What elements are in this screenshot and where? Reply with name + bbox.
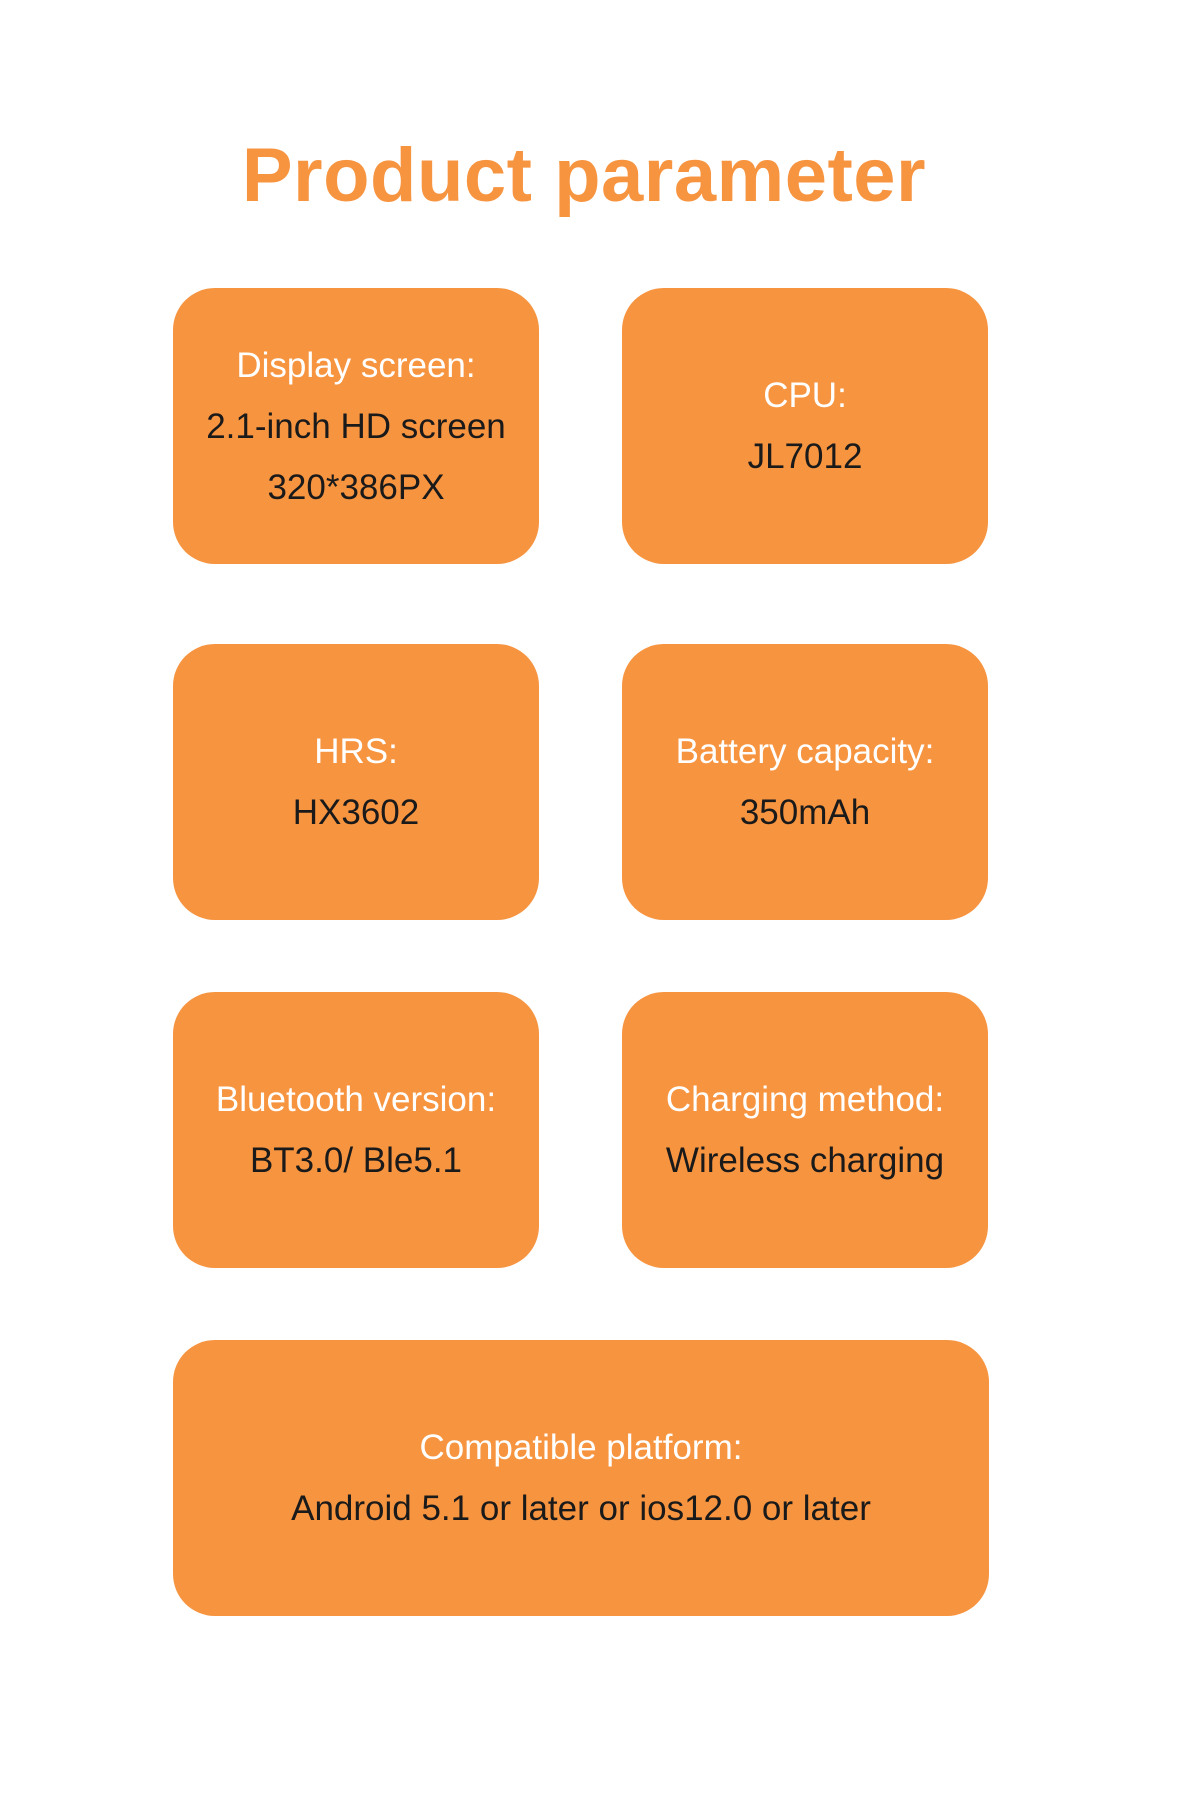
- param-label: Battery capacity:: [675, 732, 935, 771]
- param-label: CPU:: [763, 376, 847, 415]
- param-value: HX3602: [292, 793, 420, 832]
- param-label: Bluetooth version:: [215, 1080, 497, 1119]
- param-value: 350mAh: [739, 793, 871, 832]
- param-card-battery-capacity: Battery capacity: 350mAh: [622, 644, 988, 920]
- param-label: Display screen:: [236, 345, 476, 385]
- param-label: Charging method:: [665, 1080, 945, 1119]
- param-card-bluetooth-version: Bluetooth version: BT3.0/ Ble5.1: [173, 992, 539, 1268]
- param-value: 320*386PX: [267, 467, 445, 507]
- param-value: Android 5.1 or later or ios12.0 or later: [291, 1489, 871, 1528]
- param-label: HRS:: [314, 732, 398, 771]
- param-label: Compatible platform:: [419, 1428, 743, 1467]
- param-card-cpu: CPU: JL7012: [622, 288, 988, 564]
- param-card-hrs: HRS: HX3602: [173, 644, 539, 920]
- param-value: Wireless charging: [665, 1141, 945, 1180]
- param-card-display-screen: Display screen: 2.1-inch HD screen 320*3…: [173, 288, 539, 564]
- param-value: JL7012: [747, 437, 863, 476]
- param-card-charging-method: Charging method: Wireless charging: [622, 992, 988, 1268]
- param-card-compatible-platform: Compatible platform: Android 5.1 or late…: [173, 1340, 989, 1616]
- page-title: Product parameter: [241, 133, 927, 218]
- param-value: 2.1-inch HD screen: [206, 406, 506, 446]
- param-value: BT3.0/ Ble5.1: [249, 1141, 463, 1180]
